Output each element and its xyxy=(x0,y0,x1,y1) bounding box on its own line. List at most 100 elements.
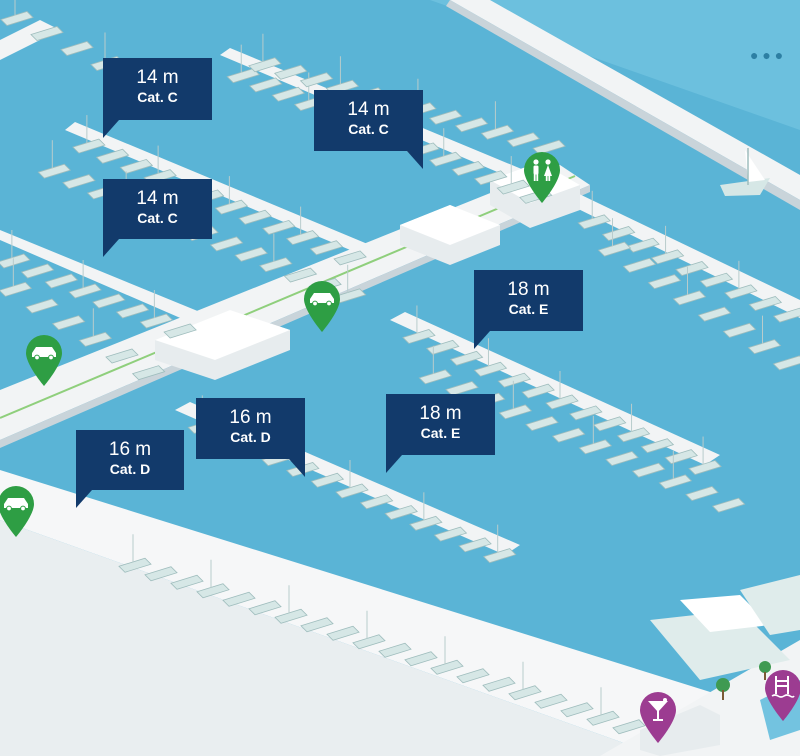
bar-pin[interactable] xyxy=(638,690,678,744)
boat xyxy=(238,209,272,225)
boat xyxy=(569,405,603,421)
berth-label-6[interactable]: 18 m Cat. E xyxy=(386,394,495,473)
berth-length: 18 m xyxy=(507,279,550,300)
boat xyxy=(262,219,296,235)
right-pier-2 xyxy=(390,312,720,465)
boat xyxy=(508,685,542,701)
boat xyxy=(699,272,734,288)
boat xyxy=(115,303,150,319)
boat xyxy=(25,298,59,314)
boat xyxy=(271,86,306,102)
berth-category: Cat. E xyxy=(508,301,549,317)
boat xyxy=(0,281,33,297)
parking-pin-2[interactable] xyxy=(24,333,64,387)
boat xyxy=(209,236,244,252)
boat xyxy=(534,693,568,709)
boat xyxy=(310,472,345,488)
boat xyxy=(616,427,651,443)
boat xyxy=(226,68,261,84)
boat xyxy=(672,290,707,306)
boat xyxy=(95,148,130,164)
boat xyxy=(37,163,72,179)
boat xyxy=(456,668,490,684)
boat xyxy=(60,41,94,56)
boat xyxy=(482,676,516,692)
berth-category: Cat. C xyxy=(137,210,178,226)
pool-pin[interactable] xyxy=(763,668,800,722)
boat xyxy=(498,404,533,420)
boat xyxy=(631,462,666,478)
boat xyxy=(259,257,293,273)
boat xyxy=(384,505,418,520)
cocktail-icon xyxy=(640,692,676,743)
boat xyxy=(586,710,620,726)
boat xyxy=(248,57,282,73)
boat xyxy=(309,240,344,256)
boat xyxy=(404,651,438,667)
boat xyxy=(658,474,693,490)
parking-pin-3[interactable] xyxy=(0,484,36,538)
boat xyxy=(622,257,657,273)
boat xyxy=(359,494,394,510)
boat xyxy=(724,284,758,300)
boat xyxy=(196,583,230,599)
berth-label-1[interactable]: 14 m Cat. C xyxy=(103,58,212,138)
car-icon xyxy=(0,486,34,537)
boat xyxy=(426,339,460,355)
berth-label-2[interactable]: 14 m Cat. C xyxy=(314,90,423,169)
building-bar xyxy=(640,705,720,756)
boat xyxy=(144,566,178,582)
boat xyxy=(300,617,334,633)
boat xyxy=(118,557,152,573)
buoys: ● ● ● xyxy=(750,47,783,63)
berth-label-4[interactable]: 18 m Cat. E xyxy=(474,270,583,349)
toilets-icon xyxy=(524,152,560,203)
berth-category: Cat. C xyxy=(137,89,178,105)
boat xyxy=(473,170,508,186)
car-icon xyxy=(26,335,62,386)
berth-label-5[interactable]: 16 m Cat. D xyxy=(196,398,305,477)
boat xyxy=(285,230,320,246)
boat xyxy=(72,138,106,154)
boat xyxy=(51,315,86,331)
boat xyxy=(773,307,800,323)
superyacht-2 xyxy=(740,575,800,635)
boat xyxy=(451,161,486,176)
boat xyxy=(722,322,757,338)
boat xyxy=(521,383,555,399)
boat xyxy=(454,117,489,133)
boat xyxy=(612,719,646,735)
boat xyxy=(119,158,154,174)
upper-pier-3 xyxy=(0,230,200,320)
boat xyxy=(597,241,632,257)
boat xyxy=(532,139,566,155)
boat xyxy=(640,438,675,454)
boat xyxy=(482,548,517,564)
berth-length: 16 m xyxy=(229,407,272,428)
boat xyxy=(378,642,412,658)
boat xyxy=(78,331,113,347)
boat xyxy=(299,72,334,88)
boat xyxy=(626,237,660,253)
toilets-pin[interactable] xyxy=(522,150,562,204)
pool-ladder-icon xyxy=(765,670,800,721)
boat xyxy=(20,263,55,279)
boat xyxy=(30,26,64,41)
boat xyxy=(234,246,268,262)
berth-label-7[interactable]: 16 m Cat. D xyxy=(76,430,184,508)
boat xyxy=(333,250,367,266)
boat xyxy=(0,11,34,26)
boat xyxy=(335,483,369,499)
boat xyxy=(326,625,360,641)
boat xyxy=(458,537,492,553)
palm-trees xyxy=(716,661,771,700)
berth-label-3[interactable]: 14 m Cat. C xyxy=(103,179,212,257)
parking-pin-1[interactable] xyxy=(302,279,342,333)
boat xyxy=(578,439,613,455)
boat xyxy=(44,273,79,289)
boat xyxy=(409,515,443,531)
boat xyxy=(92,293,126,309)
berth-category: Cat. C xyxy=(348,121,389,137)
boat xyxy=(68,283,102,299)
berth-length: 14 m xyxy=(347,99,390,120)
